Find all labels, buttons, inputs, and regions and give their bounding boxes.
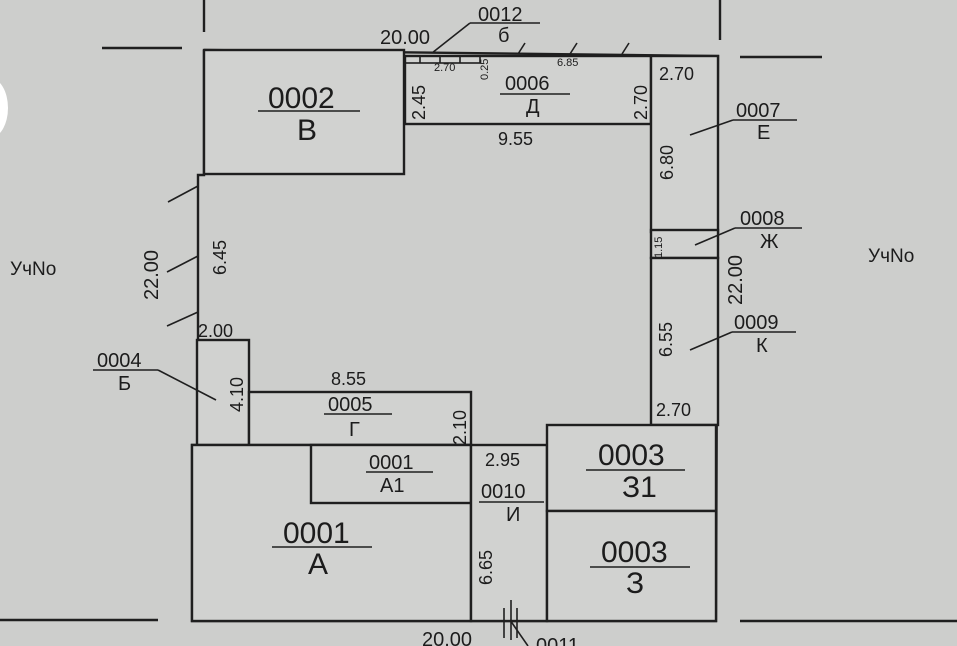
label-0001-a-letter: А: [308, 548, 328, 581]
label-0001-a1-id: 0001: [369, 452, 414, 474]
dim-right: 22.00: [725, 255, 747, 305]
label-0009-letter: К: [756, 335, 768, 357]
dim-6-55: 6.55: [656, 322, 676, 357]
label-0007-letter: Е: [757, 122, 770, 144]
label-0003-z-id: 0003: [601, 536, 668, 569]
dim-6-80: 6.80: [657, 145, 677, 180]
label-0007-id: 0007: [736, 100, 781, 122]
dim-0-25: 0.25: [479, 59, 491, 80]
dim-top: 20.00: [380, 27, 430, 49]
dim-2-95: 2.95: [485, 450, 520, 470]
building-0002[interactable]: [202, 48, 406, 176]
boundary-ticks: [166, 42, 630, 646]
label-0008-letter: Ж: [760, 231, 779, 253]
dim-6-45: 6.45: [210, 240, 230, 275]
dim-2-70-top-right: 2.70: [659, 64, 694, 84]
dim-6-65: 6.65: [476, 550, 496, 585]
label-0006-letter: Д: [526, 96, 540, 118]
label-0003-z1-id: 0003: [598, 439, 665, 472]
neighbor-boundaries: [0, 0, 957, 623]
label-0009-id: 0009: [734, 312, 779, 334]
label-0005-id: 0005: [328, 394, 373, 416]
dim-2-10: 2.10: [450, 410, 470, 445]
label-underlines: [258, 93, 690, 568]
dim-2-70-bottom-right: 2.70: [656, 400, 691, 420]
label-0003-z-letter: З: [626, 567, 644, 600]
label-0012-letter: б: [498, 25, 509, 47]
label-0005-letter: Г: [349, 419, 360, 441]
dim-left: 22.00: [141, 250, 163, 300]
label-0003-z1-letter: З1: [622, 471, 657, 504]
building-0003-z[interactable]: [545, 509, 718, 623]
dim-4-10: 4.10: [227, 377, 247, 412]
dim-1-15: 1.15: [653, 237, 665, 258]
label-0001-a-id: 0001: [283, 517, 350, 550]
dim-8-55: 8.55: [331, 369, 366, 389]
neighbor-label-left: УчNo: [10, 259, 56, 280]
label-0010-letter: И: [506, 504, 520, 526]
label-0004-letter: Б: [118, 373, 131, 395]
label-0002-letter: В: [297, 114, 317, 147]
label-0004-id: 0004: [97, 350, 142, 372]
dim-2-70-small: 2.70: [434, 62, 455, 74]
building-0006[interactable]: [403, 54, 653, 126]
label-0010-id: 0010: [481, 481, 526, 503]
dim-2-70-d: 2.70: [631, 85, 651, 120]
dim-bottom: 20.00: [422, 629, 472, 646]
label-0008-id: 0008: [740, 208, 785, 230]
neighbor-label-right: УчNo: [868, 246, 914, 267]
label-0011-id: 0011: [536, 635, 579, 646]
dim-6-85: 6.85: [557, 57, 578, 69]
building-0010[interactable]: [469, 443, 549, 623]
building-0001-a1[interactable]: [309, 443, 473, 505]
leader-lines: [93, 22, 802, 401]
label-0002-id: 0002: [268, 82, 335, 115]
dim-9-55: 9.55: [498, 129, 533, 149]
dim-2-45: 2.45: [409, 85, 429, 120]
label-0006-id: 0006: [505, 73, 550, 95]
label-0001-a1-letter: А1: [380, 475, 404, 497]
fence-0012: [404, 55, 481, 64]
building-0005[interactable]: [247, 390, 473, 447]
label-0012-id: 0012: [478, 4, 523, 26]
dim-2-00: 2.00: [198, 321, 233, 341]
photo-glare: [0, 78, 8, 138]
